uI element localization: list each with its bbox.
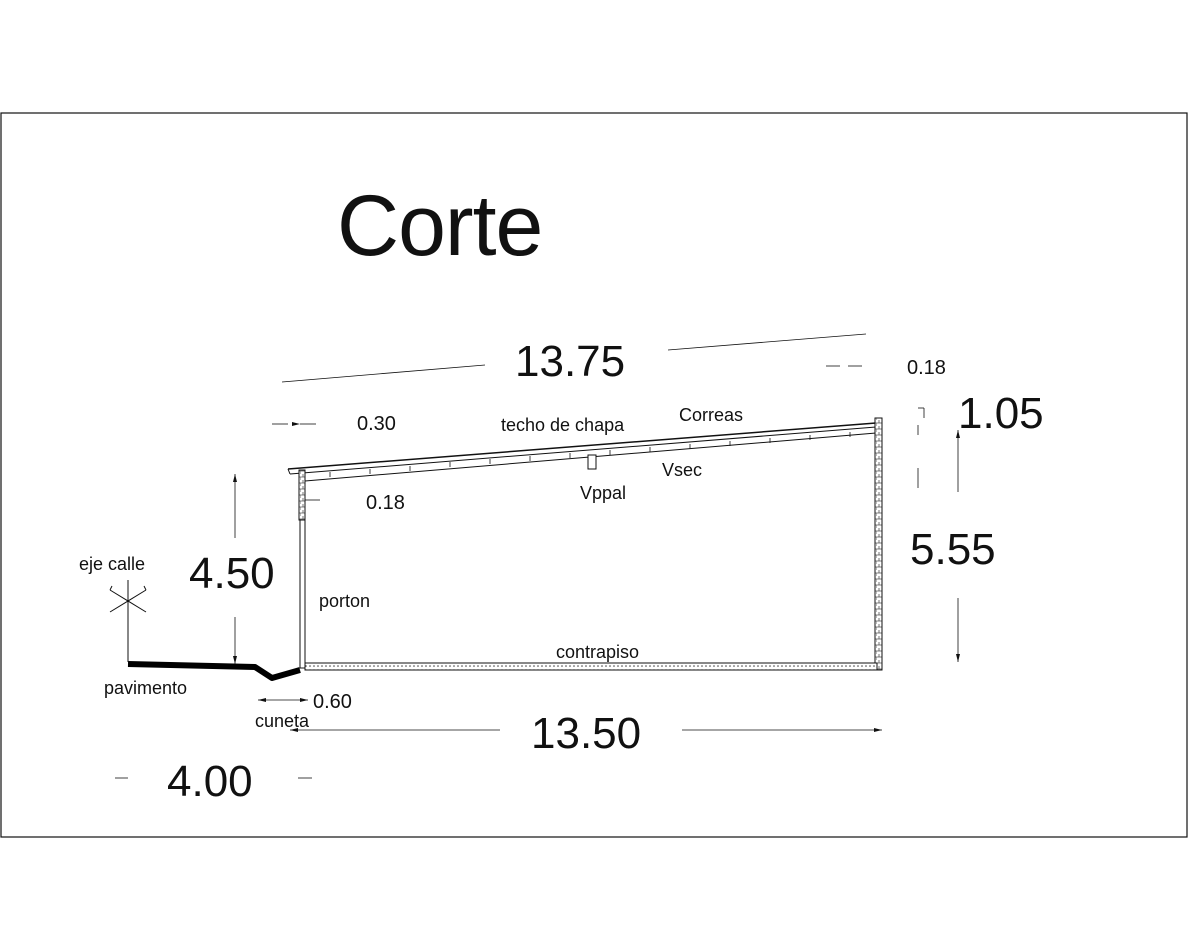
roof-overhang-dimension: 0.18 [907,357,946,379]
street-distance-dimension: 4.00 [167,757,253,806]
drawing-title: Corte [337,178,543,274]
cuneta-label: cuneta [255,711,310,731]
roof-label: techo de chapa [501,415,625,435]
street-axis-icon [109,580,147,662]
purlins-label: Correas [679,405,744,425]
roof-length-dimension: 13.75 [515,337,626,386]
secondary-beam-label: Vsec [662,460,703,480]
porton [299,519,306,669]
wall-thickness-dimension: 0.30 [357,413,396,435]
pavement-label: pavimento [104,678,188,698]
back-height-dimension: 5.55 [910,525,996,574]
porton-label: porton [319,591,371,611]
main-beam-label: Vppal [580,483,627,503]
rise-dimension: 1.05 [958,389,1044,438]
street-axis-label: eje calle [79,554,146,574]
floor-slab [304,662,878,671]
floor-label: contrapiso [556,642,640,662]
purlins [329,432,851,477]
front-wall-top [298,469,306,521]
dimension-arrows [233,422,960,732]
main-beam [587,454,597,470]
dimension-lines [115,333,959,779]
pavement [127,661,301,681]
front-height-dimension: 4.50 [189,549,275,598]
beam-depth-dimension: 0.18 [366,492,405,514]
cuneta-width-dimension: 0.60 [313,691,352,713]
sheet-border [0,112,1188,838]
back-wall [874,417,883,671]
floor-length-dimension: 13.50 [531,709,642,758]
